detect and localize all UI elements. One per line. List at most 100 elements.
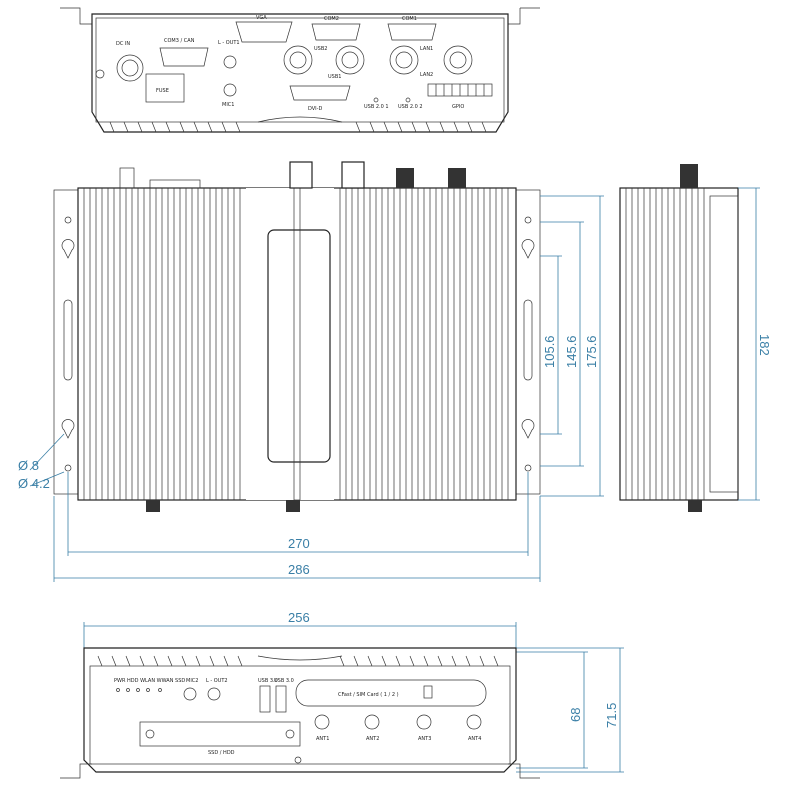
com1-label: COM1 bbox=[402, 16, 417, 22]
ssd-led bbox=[158, 688, 162, 692]
lan2-label: LAN2 bbox=[420, 72, 433, 78]
lan1-label: LAN1 bbox=[420, 46, 433, 52]
bracket-left-top bbox=[60, 7, 92, 25]
gpio-label: GPIO bbox=[452, 104, 464, 110]
lan1-m12-connector[interactable] bbox=[389, 45, 419, 75]
status-leds-label: PWR HDD WLAN WWAN SSD bbox=[114, 678, 185, 684]
mic2-jack[interactable] bbox=[183, 687, 197, 701]
dim-phi4-2: Ø 4.2 bbox=[18, 476, 50, 491]
vga-label: VGA bbox=[256, 15, 267, 21]
end-view bbox=[619, 164, 739, 512]
dvi-d-port[interactable] bbox=[289, 85, 351, 101]
usb2-m12-connector[interactable] bbox=[283, 45, 313, 75]
hdd-led bbox=[126, 688, 130, 692]
bracket-right-top bbox=[508, 7, 540, 25]
com1-port[interactable] bbox=[387, 23, 437, 41]
mic2-label: MIC2 bbox=[186, 678, 198, 684]
usb-3-0-port-2[interactable] bbox=[275, 685, 287, 713]
mic1-jack[interactable] bbox=[223, 83, 237, 97]
com3-can-label: COM3 / CAN bbox=[164, 38, 195, 44]
usb2-label: USB2 bbox=[314, 46, 327, 52]
lan-m12-top-2 bbox=[448, 168, 466, 188]
ant2-label: ANT2 bbox=[366, 736, 379, 742]
fuse-label: FUSE bbox=[156, 88, 169, 94]
mount-hole-bl bbox=[64, 464, 72, 472]
lan-m12-top-1 bbox=[396, 168, 414, 188]
ant1-connector[interactable] bbox=[314, 714, 330, 730]
side-window bbox=[267, 229, 331, 463]
dim-270: 270 bbox=[288, 536, 310, 551]
com2-label: COM2 bbox=[324, 16, 339, 22]
pwr-led bbox=[116, 688, 120, 692]
ssd-tray-screw-left bbox=[145, 729, 155, 739]
rear-panel-view: DC IN FUSE COM3 / CAN L - OUT1 MIC1 VGA … bbox=[60, 7, 540, 133]
flange-right bbox=[515, 189, 541, 495]
com3-can-port[interactable] bbox=[159, 47, 209, 67]
lan2-m12-connector[interactable] bbox=[443, 45, 473, 75]
mount-hole-tr bbox=[524, 216, 532, 224]
dc-connector-top bbox=[119, 167, 135, 189]
mic1-label: MIC1 bbox=[222, 102, 234, 108]
cfast-sim-card-cover[interactable] bbox=[295, 679, 487, 707]
keyhole-bottom-right bbox=[521, 419, 535, 439]
ant3-label: ANT3 bbox=[418, 736, 431, 742]
ant2-connector[interactable] bbox=[364, 714, 380, 730]
usb-2-0-2-led bbox=[405, 97, 411, 103]
dim-286: 286 bbox=[288, 562, 310, 577]
ant3-connector[interactable] bbox=[416, 714, 432, 730]
l-out2-label: L - OUT2 bbox=[206, 678, 228, 684]
cfast-sim-switch[interactable] bbox=[423, 685, 433, 699]
ssd-hdd-label: SSD / HDD bbox=[208, 750, 235, 756]
dim-105-6: 105.6 bbox=[542, 335, 557, 368]
dim-175-6: 175.6 bbox=[584, 335, 599, 368]
usb-2-0-2-label: USB 2.0 2 bbox=[398, 104, 423, 110]
dim-phi8: Ø 8 bbox=[18, 458, 39, 473]
keyhole-top-left bbox=[61, 239, 75, 259]
dim-71-5: 71.5 bbox=[604, 703, 619, 728]
vga-port[interactable] bbox=[235, 21, 293, 43]
ssd-tray-screw-right bbox=[285, 729, 295, 739]
ssd-hdd-tray[interactable] bbox=[139, 721, 301, 747]
mount-hole-br bbox=[524, 464, 532, 472]
dim-182: 182 bbox=[757, 334, 772, 356]
dim-68: 68 bbox=[568, 708, 583, 722]
slot-left bbox=[63, 299, 73, 381]
fuse-holder[interactable] bbox=[145, 73, 185, 103]
ant4-connector[interactable] bbox=[466, 714, 482, 730]
ant4-label: ANT4 bbox=[468, 736, 481, 742]
flange-left bbox=[53, 189, 79, 495]
antenna-bottom-2 bbox=[286, 500, 300, 512]
usb-3-0-label-b: USB 3.0 bbox=[274, 678, 294, 684]
dc-in-label: DC IN bbox=[116, 41, 130, 47]
dc-in-connector[interactable] bbox=[116, 54, 144, 82]
usb-2-0-1-label: USB 2.0 1 bbox=[364, 104, 389, 110]
end-view-connector-top bbox=[680, 164, 698, 188]
usb-m12-top-1 bbox=[289, 161, 313, 189]
mount-hole-tl bbox=[64, 216, 72, 224]
cfast-sim-label: CFast / SIM Card ( 1 / 2 ) bbox=[338, 692, 399, 698]
usb-m12-top-2 bbox=[341, 161, 365, 189]
usb-3-0-label-a: USB 3.0 bbox=[258, 678, 278, 684]
ant1-label: ANT1 bbox=[316, 736, 329, 742]
side-view bbox=[53, 161, 541, 512]
rear-panel-outline bbox=[91, 13, 509, 133]
com2-port[interactable] bbox=[311, 23, 361, 41]
usb-2-0-1-led bbox=[373, 97, 379, 103]
dvi-d-label: DVI-D bbox=[308, 106, 322, 112]
keyhole-bottom-left bbox=[61, 419, 75, 439]
ground-screw bbox=[95, 69, 105, 79]
end-view-connector-bottom bbox=[688, 500, 702, 512]
line-out1-jack[interactable] bbox=[223, 55, 237, 69]
usb-3-0-port-1[interactable] bbox=[259, 685, 271, 713]
wlan-led bbox=[136, 688, 140, 692]
usb1-m12-connector[interactable] bbox=[335, 45, 365, 75]
line-out2-jack[interactable] bbox=[207, 687, 221, 701]
antenna-bottom-1 bbox=[146, 500, 160, 512]
l-out1-label: L - OUT1 bbox=[218, 40, 240, 46]
usb1-label: USB1 bbox=[328, 74, 341, 80]
dimension-text: 270 286 256 Ø 8 Ø 4.2 105.6 145.6 175.6 … bbox=[18, 334, 772, 728]
wwan-led bbox=[146, 688, 150, 692]
dim-145-6: 145.6 bbox=[564, 335, 579, 368]
dim-256: 256 bbox=[288, 610, 310, 625]
